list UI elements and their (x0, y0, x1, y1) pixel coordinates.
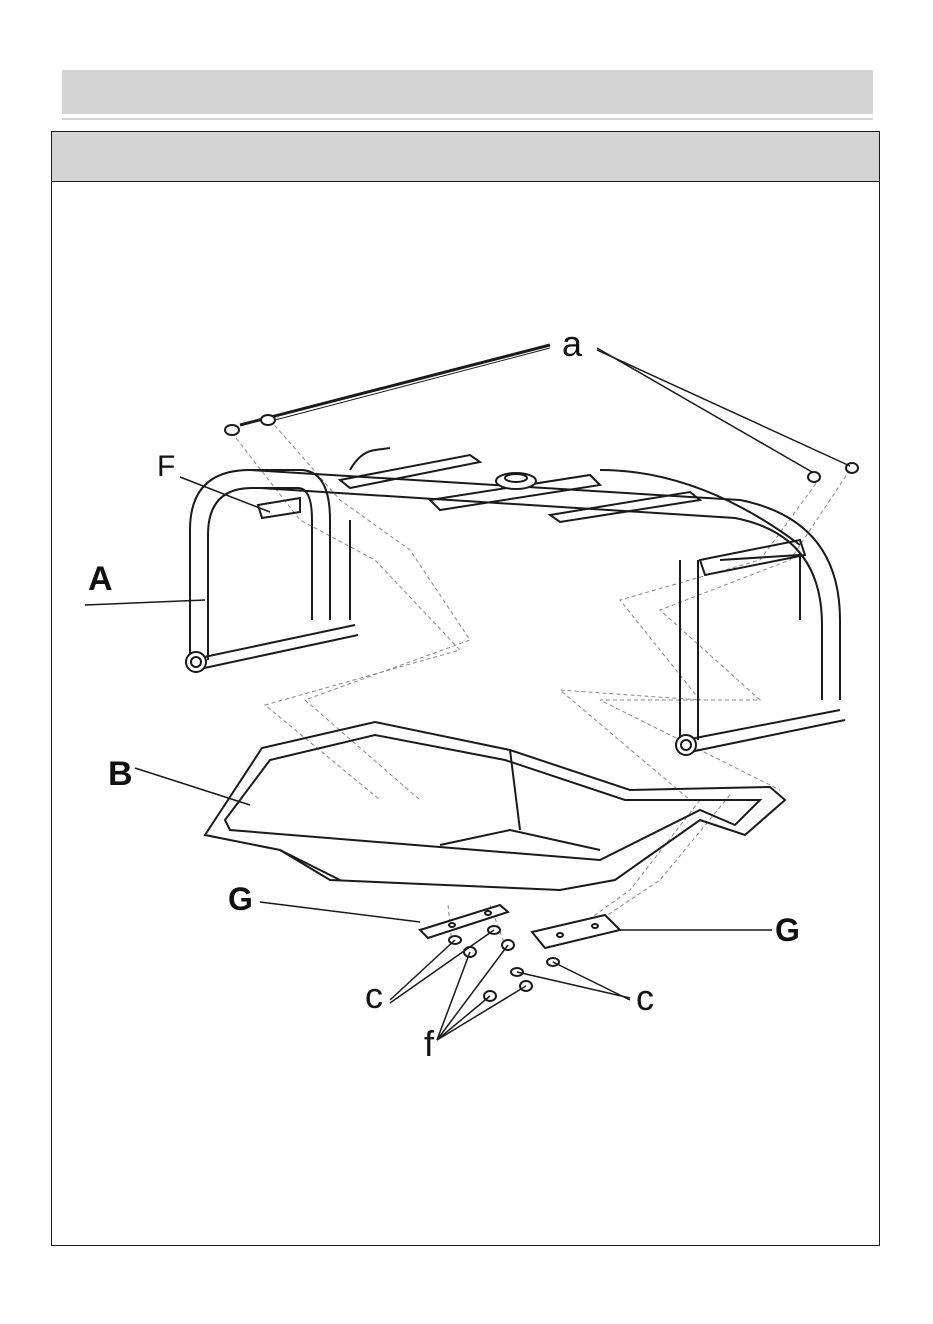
axle-caps (186, 652, 696, 755)
flat-bar-f (258, 498, 300, 518)
bracket-g-right (532, 915, 620, 948)
label-c-right: c (636, 980, 654, 1016)
label-g-right: G (775, 914, 800, 946)
label-f-upper: F (157, 452, 175, 482)
frame-part-a (190, 448, 845, 752)
tank-fitting (496, 473, 536, 489)
assembly-guide-lines (232, 420, 850, 945)
label-a: a (562, 326, 582, 362)
bolt-a (225, 345, 858, 482)
leader-lines (85, 348, 850, 1040)
label-g-left: G (228, 883, 253, 915)
label-part-a: A (88, 562, 113, 596)
label-c-left: c (365, 978, 383, 1014)
label-f-lower: f (424, 1026, 434, 1062)
tray-part-b (205, 722, 785, 890)
label-part-b: B (108, 757, 133, 791)
